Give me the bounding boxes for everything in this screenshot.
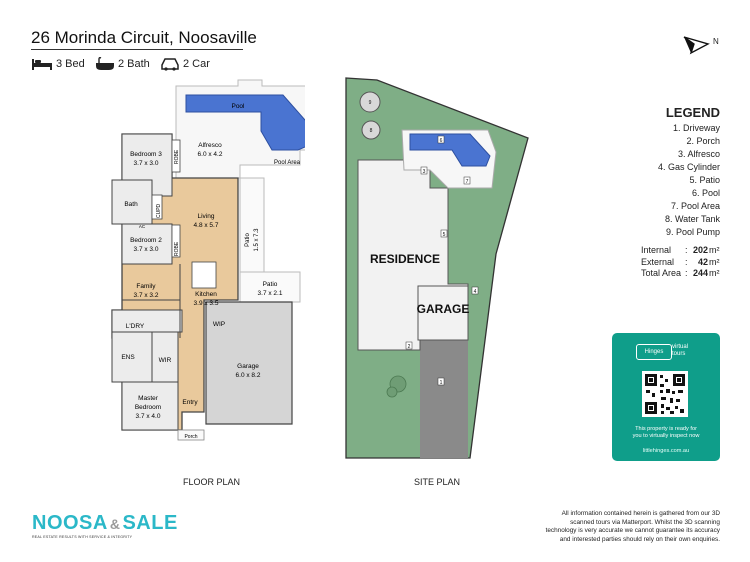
north-label: N [713, 37, 719, 46]
disclaimer: All information contained herein is gath… [545, 510, 720, 543]
room-ac: AC [139, 224, 146, 229]
area-internal: Internal : 202 m² [641, 245, 720, 255]
room-bedroom3: Bedroom 3 [130, 151, 162, 158]
room-bath: Bath [124, 201, 138, 208]
room-master-bedroom: Bedroom [135, 404, 161, 411]
floor-plan: Pool Alfresco 6.0 x 4.2 Pool Area Bedroo… [111, 79, 305, 441]
room-robe-3: ROBE [174, 149, 180, 164]
room-family: Family [136, 283, 156, 290]
legend-item: 1. Driveway [672, 123, 720, 133]
room-entry: Entry [182, 399, 198, 406]
room-master-dim: 3.7 x 4.0 [136, 413, 161, 420]
virtual-tour-url[interactable]: littlehinges.com.au [642, 448, 690, 454]
title-underline [31, 49, 243, 50]
site-marker-3: 3 [423, 169, 426, 175]
legend-item: 6. Pool [691, 188, 720, 198]
room-living: Living [198, 213, 215, 220]
site-marker-4: 4 [474, 289, 477, 295]
site-marker-1: 1 [440, 380, 443, 386]
site-residence-label: RESIDENCE [370, 252, 440, 266]
legend-item: 7. Pool Area [670, 201, 720, 211]
legend-item: 4. Gas Cylinder [657, 162, 720, 172]
agency-logo: NOOSA&SALE [32, 512, 178, 534]
legend-item: 2. Porch [686, 136, 720, 146]
car-count: 2 Car [183, 58, 210, 70]
legend-item: 8. Water Tank [664, 214, 720, 224]
room-ldry: L'DRY [126, 323, 145, 330]
room-garage: Garage [237, 363, 259, 370]
legend-item: 3. Alfresco [677, 149, 720, 159]
room-wip: WIP [213, 321, 225, 328]
room-alfresco-dim: 6.0 x 4.2 [198, 151, 223, 158]
site-marker-2: 2 [408, 344, 411, 350]
room-cupd: CUPD [156, 203, 162, 218]
room-pool: Pool [231, 103, 245, 110]
room-garage-dim: 6.0 x 8.2 [236, 372, 261, 379]
qr-code-icon[interactable] [642, 371, 688, 417]
floor-plan-caption: FLOOR PLAN [183, 477, 241, 487]
pool-shape [185, 94, 305, 151]
agency-tagline: REAL ESTATE RESULTS WITH SERVICE & INTEG… [32, 535, 133, 539]
room-kitchen: Kitchen [195, 291, 217, 298]
room-patio-side: Patio [245, 233, 251, 247]
legend-item: 9. Pool Pump [665, 227, 720, 237]
room-patio2: Patio [263, 281, 278, 288]
bed-count: 3 Bed [56, 58, 85, 70]
hinges-logo: Hinges [636, 344, 672, 360]
site-marker-7: 7 [466, 179, 469, 185]
site-garage-label: GARAGE [417, 302, 470, 316]
room-ens: ENS [121, 354, 135, 361]
site-marker-5: 5 [443, 232, 446, 238]
site-plan-caption: SITE PLAN [414, 477, 461, 487]
room-alfresco: Alfresco [198, 142, 222, 149]
site-plan: RESIDENCE GARAGE 1 2 3 4 5 6 7 8 9 [345, 77, 529, 459]
room-patio2-dim: 3.7 x 2.1 [258, 290, 283, 297]
site-marker-9: 9 [369, 100, 372, 106]
north-arrow-icon [683, 36, 710, 55]
legend-item: 5. Patio [689, 175, 720, 185]
bath-count: 2 Bath [118, 58, 150, 70]
room-pool-area: Pool Area [274, 160, 301, 166]
room-bedroom3-dim: 3.7 x 3.0 [134, 160, 159, 167]
room-bedroom2: Bedroom 2 [130, 237, 162, 244]
legend-title: LEGEND [665, 105, 720, 120]
room-living-dim: 4.8 x 5.7 [194, 222, 219, 229]
site-marker-6: 6 [440, 138, 443, 144]
area-external: External : 42 m² [641, 257, 720, 267]
room-porch: Porch [184, 434, 197, 440]
room-family-dim: 3.7 x 3.2 [134, 292, 159, 299]
site-pool-shape [409, 133, 491, 167]
room-kitchen-dim: 3.9 x 3.5 [194, 300, 219, 307]
bed-icon [32, 59, 52, 70]
area-total: Total Area : 244 m² [641, 268, 720, 278]
site-marker-8: 8 [370, 128, 373, 134]
room-robe-2: ROBE [174, 241, 180, 256]
property-address: 26 Morinda Circuit, Noosaville [31, 28, 257, 47]
car-icon [161, 58, 179, 71]
room-bedroom2-dim: 3.7 x 3.0 [134, 246, 159, 253]
room-wir: WIR [159, 357, 172, 364]
bath-icon [96, 57, 114, 70]
room-master: Master [138, 395, 159, 402]
room-patio-side-dim: 1.5 x 7.3 [254, 228, 260, 252]
